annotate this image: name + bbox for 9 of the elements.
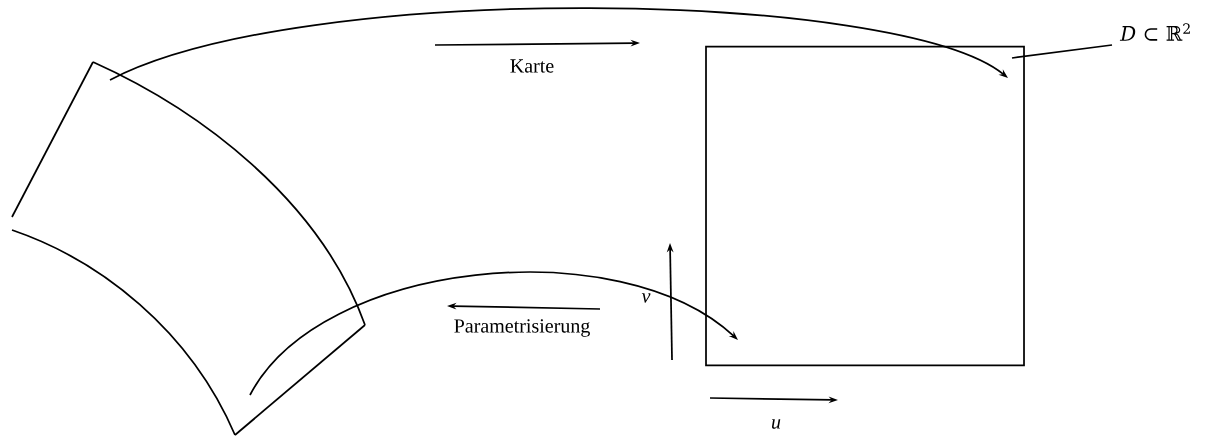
arrow-label: Karte xyxy=(510,59,554,73)
axis-label: u xyxy=(772,419,781,429)
arrow-label: Parametrisierung xyxy=(454,319,590,337)
leader-line xyxy=(1011,44,1113,59)
curved-arrow xyxy=(249,271,738,396)
axis-label: v xyxy=(641,293,651,303)
surface-patch xyxy=(11,61,366,436)
domain-square xyxy=(705,45,1025,367)
set-label: D ⊂ ℝ$^{2}$ xyxy=(1119,23,1190,41)
